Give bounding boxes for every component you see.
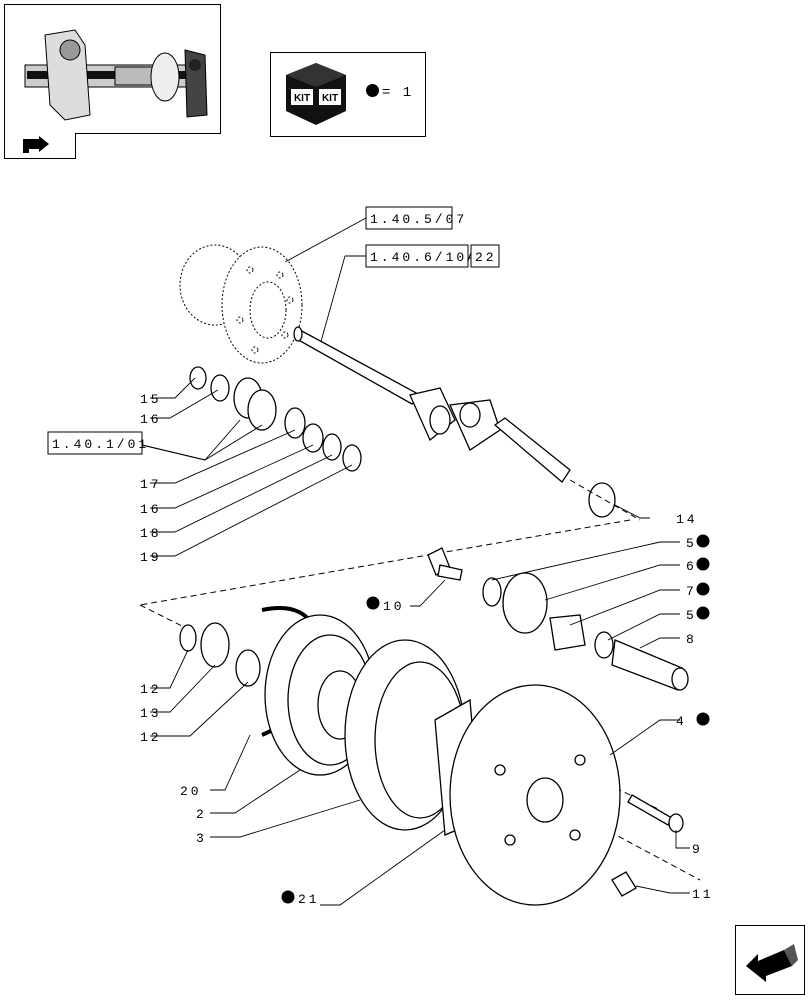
reference-box-c[interactable]: 1.40.1/01 <box>47 431 149 455</box>
reference-box-b[interactable]: 1.40.6/10A 22 <box>365 244 500 268</box>
kit-bullet-21-icon <box>281 890 295 904</box>
callout-12-upper: 12 <box>140 682 162 697</box>
arrow-return-icon <box>746 944 798 982</box>
callout-9: 9 <box>692 842 703 857</box>
callout-18: 18 <box>140 526 162 541</box>
reference-label-c: 1.40.1/01 <box>52 437 149 452</box>
kit-bullet-5-upper-icon <box>696 534 710 548</box>
callout-19: 19 <box>140 550 162 565</box>
callout-13: 13 <box>140 706 162 721</box>
kit-quantity: = 1 <box>382 85 414 101</box>
kit-box-icon: KIT KIT <box>286 63 346 125</box>
callout-20: 20 <box>180 784 202 799</box>
reference-box-a[interactable]: 1.40.5/07 <box>365 206 467 230</box>
callout-4: 4 <box>676 714 687 729</box>
pinion-assembly[interactable] <box>482 572 689 691</box>
kit-legend-box: KIT KIT <box>270 52 426 137</box>
reference-label-b: 1.40.6/10A <box>370 250 478 265</box>
callout-8: 8 <box>686 632 697 647</box>
kit-text-right: KIT <box>322 93 338 104</box>
next-page-button[interactable] <box>735 925 805 995</box>
view-selector-tab[interactable] <box>4 133 76 159</box>
callout-7: 7 <box>686 584 697 599</box>
nut-11[interactable] <box>611 871 637 897</box>
callout-2: 2 <box>196 807 207 822</box>
reference-suffix-b: 22 <box>475 250 497 265</box>
bearing-stack[interactable] <box>189 366 362 472</box>
callout-11: 11 <box>692 887 714 902</box>
kit-bullet-6-icon <box>696 557 710 571</box>
kit-bullet-4-icon <box>696 712 710 726</box>
shaft-seal[interactable] <box>588 482 616 518</box>
callout-16-upper: 16 <box>140 412 162 427</box>
view-arrow-icon <box>23 136 49 153</box>
kit-text-left: KIT <box>294 93 310 104</box>
callout-15: 15 <box>140 392 162 407</box>
reference-label-a: 1.40.5/07 <box>370 212 467 227</box>
callout-6: 6 <box>686 559 697 574</box>
callout-21: 21 <box>298 892 320 907</box>
callout-10: 10 <box>383 599 405 614</box>
callout-3: 3 <box>196 831 207 846</box>
kit-bullet-5-lower-icon <box>696 606 710 620</box>
differential-housing-phantom <box>179 244 303 364</box>
callout-5-lower: 5 <box>686 608 697 623</box>
kit-bullet-icon <box>366 84 379 97</box>
axle-overview-thumbnail <box>4 4 221 134</box>
axle-overview-drawing <box>24 29 208 121</box>
callout-16-lower: 16 <box>140 502 162 517</box>
callout-12-lower: 12 <box>140 730 162 745</box>
kit-bullet-7-icon <box>696 582 710 596</box>
drive-shaft[interactable] <box>293 326 571 483</box>
housing-cover[interactable] <box>434 684 621 906</box>
callout-5-upper: 5 <box>686 536 697 551</box>
bolt-10[interactable] <box>427 547 463 581</box>
kit-bullet-10-icon <box>366 596 380 610</box>
callout-14: 14 <box>676 512 698 527</box>
callout-17: 17 <box>140 477 162 492</box>
kit-legend-text: = 1 <box>366 84 413 101</box>
screw-9[interactable] <box>627 794 684 833</box>
